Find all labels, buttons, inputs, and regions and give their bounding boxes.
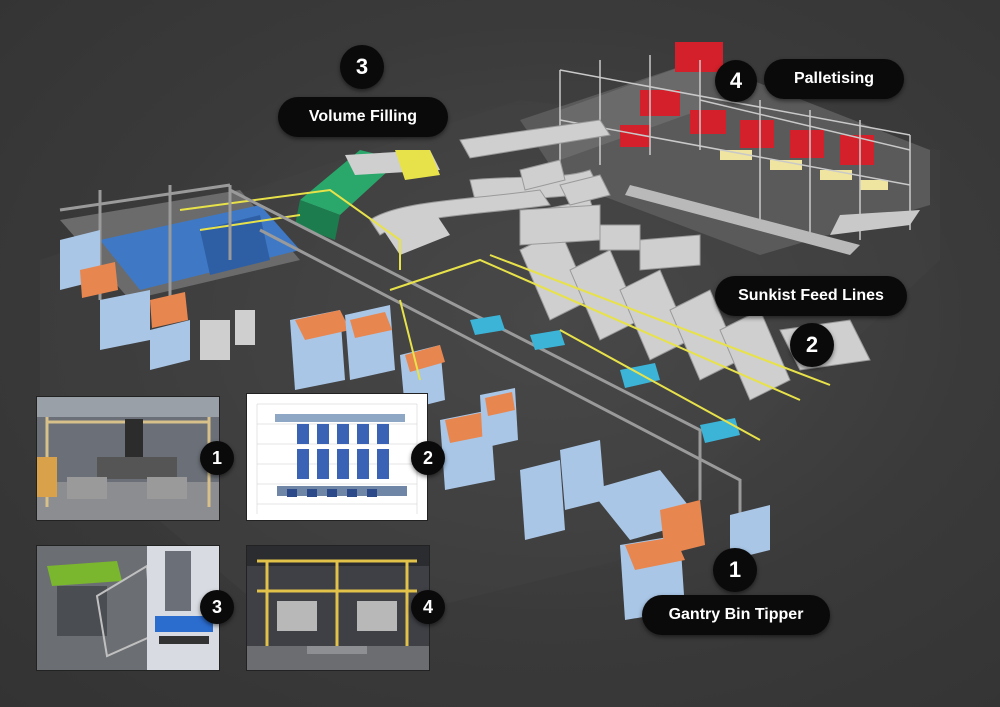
palletiser-photo <box>246 545 430 671</box>
gantry-bin-tipper-label: Gantry Bin Tipper <box>642 595 830 635</box>
thumbnail-3-number: 3 <box>200 590 234 624</box>
sorting-line <box>59 183 742 540</box>
sunkist-feed-lines-number: 2 <box>790 323 834 367</box>
volume-filling-number: 3 <box>340 45 384 89</box>
feed-line-drawing <box>246 393 428 521</box>
thumbnail-1-number: 1 <box>200 441 234 475</box>
palletising-number: 4 <box>715 60 757 102</box>
volume-filling-machine <box>295 150 450 255</box>
bins-center <box>290 305 605 540</box>
palletising-label: Palletising <box>764 59 904 99</box>
volume-filling-label: Volume Filling <box>278 97 448 137</box>
gantry-bin-tipper-number: 1 <box>713 548 757 592</box>
sunkist-feed-lines <box>389 204 871 443</box>
thumbnail-4-number: 4 <box>411 590 445 624</box>
gantry-bin-tipper-photo <box>36 396 220 521</box>
volume-filler-photo <box>36 545 220 671</box>
thumbnail-2-number: 2 <box>411 441 445 475</box>
sunkist-feed-lines-label: Sunkist Feed Lines <box>715 276 907 316</box>
bins-left <box>60 230 190 370</box>
